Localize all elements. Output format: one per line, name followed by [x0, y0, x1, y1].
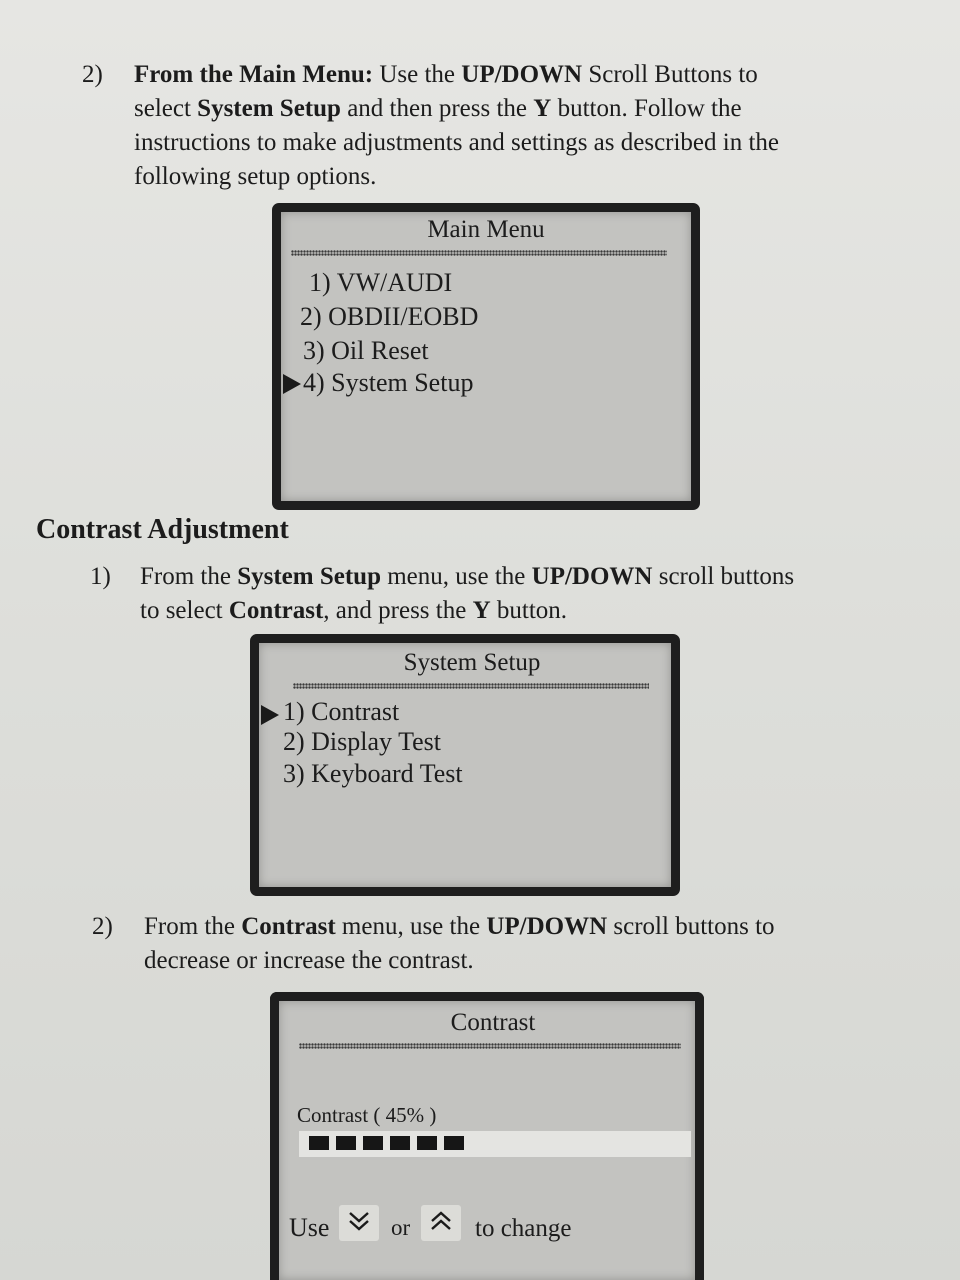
up-key: [421, 1205, 461, 1241]
screen-title: Contrast: [450, 1009, 536, 1036]
menu-item-oil-reset[interactable]: 3) Oil Reset: [303, 336, 429, 365]
selection-arrow-icon: [283, 374, 301, 394]
instruction-line-1: From the Main Menu: Use the UP/DOWN Scro…: [134, 61, 758, 88]
contrast-segment: [336, 1136, 356, 1150]
contrast-screen: Contrast Contrast ( 45% ) Use or to chan…: [270, 992, 704, 1280]
section-heading: Contrast Adjustment: [36, 514, 289, 545]
step-number: 2): [82, 61, 103, 88]
title-divider: [293, 683, 649, 689]
instruction-line-4: following setup options.: [134, 163, 377, 190]
hint-or-text: or: [391, 1215, 411, 1240]
instruction-main-menu: 2) From the Main Menu: Use the UP/DOWN S…: [82, 58, 902, 194]
instruction-line-1: From the Contrast menu, use the UP/DOWN …: [144, 913, 775, 940]
contrast-segment: [363, 1136, 383, 1150]
hint-use-text: Use: [289, 1213, 330, 1242]
system-setup-screen: System Setup 1) Contrast 2) Display Test…: [250, 634, 680, 896]
contrast-progress-bar[interactable]: [299, 1131, 691, 1157]
double-chevron-down-icon: [349, 1212, 369, 1231]
menu-item-vw-audi[interactable]: 1) VW/AUDI: [309, 268, 453, 297]
step-number: 1): [90, 563, 111, 590]
menu-item-contrast[interactable]: 1) Contrast: [283, 697, 400, 726]
title-divider: [291, 250, 667, 256]
main-menu-screen: Main Menu 1) VW/AUDI 2) OBDII/EOBD 3) Oi…: [272, 203, 700, 510]
contrast-level-label: Contrast ( 45% ): [297, 1103, 437, 1127]
instruction-line-2: select System Setup and then press the Y…: [134, 95, 742, 122]
menu-item-obdii-eobd[interactable]: 2) OBDII/EOBD: [300, 302, 479, 331]
menu-item-keyboard-test[interactable]: 3) Keyboard Test: [283, 759, 463, 788]
contrast-segment: [417, 1136, 437, 1150]
contrast-segment: [390, 1136, 410, 1150]
contrast-segment: [444, 1136, 464, 1150]
screen-title: System Setup: [403, 649, 541, 676]
instruction-line-1: From the System Setup menu, use the UP/D…: [140, 563, 795, 590]
title-divider: [299, 1043, 681, 1049]
contrast-segment: [309, 1136, 329, 1150]
screen-title: Main Menu: [427, 216, 545, 243]
selection-arrow-icon: [261, 705, 279, 725]
step-number: 2): [92, 913, 113, 940]
instruction-contrast: 2) From the Contrast menu, use the UP/DO…: [92, 910, 902, 980]
down-key: [339, 1205, 379, 1241]
instruction-system-setup: 1) From the System Setup menu, use the U…: [90, 560, 900, 630]
instruction-line-2: decrease or increase the contrast.: [144, 947, 474, 974]
instruction-line-3: instructions to make adjustments and set…: [134, 129, 780, 156]
menu-item-system-setup[interactable]: 4) System Setup: [303, 368, 474, 397]
hint-change-text: to change: [475, 1215, 572, 1242]
instruction-line-2: to select Contrast, and press the Y butt…: [140, 597, 568, 624]
menu-item-display-test[interactable]: 2) Display Test: [283, 727, 442, 756]
double-chevron-up-icon: [431, 1211, 451, 1230]
